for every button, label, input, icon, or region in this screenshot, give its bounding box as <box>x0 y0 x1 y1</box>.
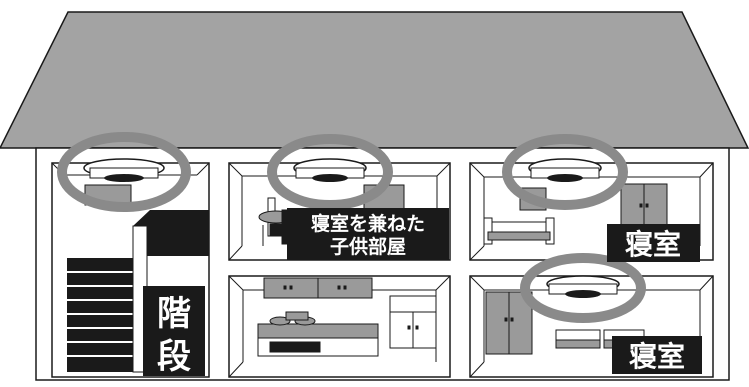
label-stairs-line2: 段 <box>157 337 191 377</box>
kitchen-furniture <box>257 277 437 357</box>
label-stairs-line1: 階 <box>157 294 191 334</box>
label-bedroom-lower-text: 寝室 <box>629 340 685 373</box>
label-kids-room-line2: 子供部屋 <box>330 235 406 258</box>
detector-lower-bedroom <box>520 253 646 323</box>
label-stairs: 階 段 <box>143 286 205 377</box>
detector-upper-bedroom <box>502 134 628 210</box>
roof <box>0 11 749 149</box>
label-bedroom-upper-text: 寝室 <box>625 228 681 261</box>
upper-bedroom-furniture <box>483 183 668 245</box>
label-kids-room: 寝室を兼ねた 子供部屋 <box>287 208 449 260</box>
detector-stairwell <box>57 132 191 212</box>
detector-kids-room <box>267 134 393 210</box>
label-kids-room-line1: 寝室を兼ねた <box>311 212 425 235</box>
label-bedroom-upper: 寝室 <box>607 224 700 262</box>
label-bedroom-lower: 寝室 <box>612 336 702 374</box>
staircase <box>67 184 209 373</box>
